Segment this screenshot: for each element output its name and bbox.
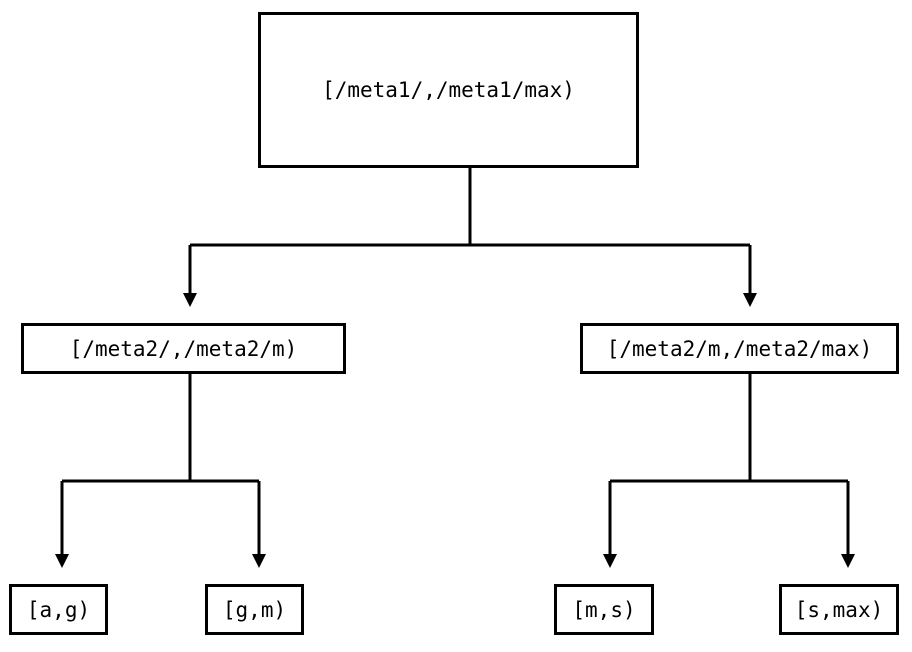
node-leaf-m-s[interactable]: [m,s) [554, 584, 654, 635]
arrowhead-to-leaf-a-g [55, 554, 69, 568]
node-leaf-g-m[interactable]: [g,m) [205, 584, 304, 635]
node-mid-left[interactable]: [/meta2/,/meta2/m) [21, 323, 346, 374]
arrowhead-to-leaf-m-s [603, 554, 617, 568]
arrowhead-to-leaf-g-m [252, 554, 266, 568]
node-leaf-s-max[interactable]: [s,max) [779, 584, 899, 635]
node-mid-right[interactable]: [/meta2/m,/meta2/max) [580, 323, 899, 374]
node-leaf-a-g[interactable]: [a,g) [9, 584, 108, 635]
arrowhead-to-mid-left [183, 293, 197, 307]
arrowhead-to-leaf-s-max [841, 554, 855, 568]
arrowhead-to-mid-right [743, 293, 757, 307]
node-root[interactable]: [/meta1/,/meta1/max) [258, 12, 639, 168]
